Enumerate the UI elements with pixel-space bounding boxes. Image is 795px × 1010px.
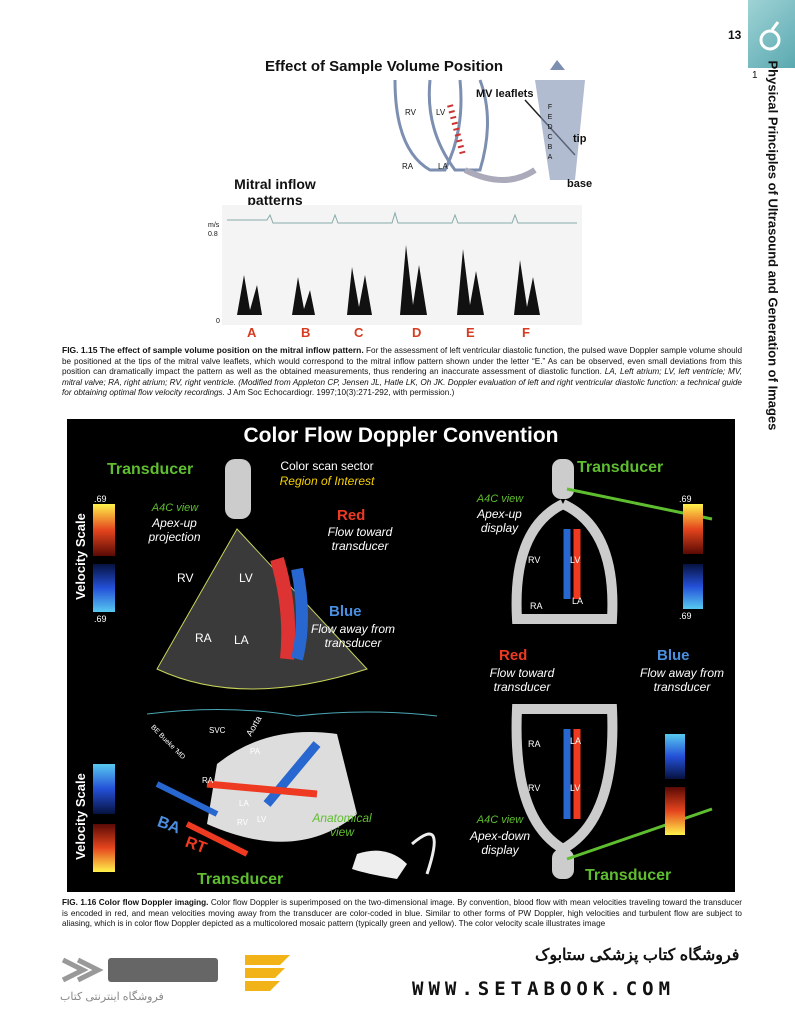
- red-heading-left: Red: [337, 507, 366, 524]
- rv-label-top-schematic: RV: [528, 555, 541, 565]
- fig15-la-label: LA: [438, 162, 448, 171]
- ra-label-echo: RA: [195, 631, 212, 645]
- svc-label: SVC: [209, 726, 226, 735]
- shop-url[interactable]: WWW.SETABOOK.COM: [412, 978, 676, 1000]
- apex-down-schematic: [511, 704, 713, 879]
- la-label-anatomical: LA: [239, 799, 249, 808]
- fig15-mv-label: MV leaflets: [476, 88, 534, 100]
- side-running-title: Physical Principles of Ultrasound and Ge…: [765, 60, 781, 431]
- la-label-echo: LA: [234, 633, 249, 647]
- velocity-scale-blue-bottom: [93, 764, 115, 814]
- flow-away-label-left: Flow away from transducer: [310, 622, 396, 650]
- velocity-scale-blue-right: [683, 564, 703, 609]
- fig15-doppler-traces: [222, 205, 582, 325]
- pa-label: PA: [250, 747, 261, 756]
- lv-label-echo: LV: [239, 571, 253, 585]
- rv-label-bottom-schematic: RV: [528, 783, 541, 793]
- color-scan-sector-label: Color scan sector: [280, 459, 374, 473]
- pattern-letter-e: E: [466, 325, 475, 340]
- pattern-letter-d: D: [412, 325, 422, 340]
- velocity-scale-label-top: Velocity Scale: [72, 513, 88, 600]
- la-label-bottom-schematic: LA: [570, 736, 582, 746]
- apex-up-display-label: Apex-up display: [477, 507, 522, 535]
- velocity-scale-red-right: [683, 504, 703, 554]
- red-heading-right: Red: [499, 647, 528, 664]
- pattern-letter-c: C: [354, 325, 364, 340]
- transducer-label-top-right: Transducer: [577, 459, 664, 476]
- velocity-scale-blue-right-bottom: [665, 734, 685, 779]
- fig15-caption: FIG. 1.15 The effect of sample volume po…: [62, 345, 742, 397]
- flow-toward-label-left: Flow toward transducer: [327, 525, 393, 553]
- fig16-panel: Color Flow Doppler Convention Transducer…: [67, 419, 735, 892]
- side-chapter-number: 1: [752, 70, 758, 81]
- flow-away-label-right: Flow away from transducer: [639, 666, 725, 694]
- transducer-label-bottom-left: Transducer: [197, 871, 284, 888]
- fig15-lv-label: LV: [436, 108, 446, 117]
- apex-up-schematic: [511, 459, 713, 624]
- apex-up-projection-label: Apex-up projection: [148, 516, 201, 544]
- fig15-tip-label: tip: [573, 133, 587, 145]
- fig15-zero: 0: [216, 318, 220, 325]
- fig16-title: Color Flow Doppler Convention: [243, 424, 559, 447]
- pattern-letter-b: B: [301, 325, 311, 340]
- scale-top-value: .69: [94, 494, 107, 504]
- velocity-scale-blue-top: [93, 564, 115, 612]
- rv-label-echo: RV: [177, 571, 194, 585]
- apex-down-display-label: Apex-down display: [469, 829, 531, 857]
- rv-label-anatomical: RV: [237, 818, 248, 827]
- a4c-view-label-right-bottom: A4C view: [476, 814, 524, 826]
- setabook-logo-tagline: فروشگاه اینترنتی کتاب: [60, 991, 164, 1003]
- la-label-top-schematic: LA: [572, 596, 584, 606]
- velocity-scale-label-bottom: Velocity Scale: [72, 773, 88, 860]
- velocity-scale-red-right-bottom: [665, 787, 685, 835]
- pattern-letter-a: A: [247, 325, 257, 340]
- pattern-letter-f: F: [522, 325, 530, 340]
- fig15-rv-label: RV: [405, 108, 416, 117]
- scale-bottom-value-right: .69: [679, 611, 692, 621]
- fig15-ra-label: RA: [402, 162, 414, 171]
- lv-label-top-schematic: LV: [570, 555, 581, 565]
- ra-label-top-schematic: RA: [530, 601, 543, 611]
- ra-label-anatomical: RA: [202, 776, 214, 785]
- scale-bottom-value: .69: [94, 614, 107, 624]
- transducer-label-bottom-right: Transducer: [585, 867, 672, 884]
- scale-top-value-right: .69: [679, 494, 692, 504]
- echo-sector-image: [156, 459, 368, 690]
- velocity-scale-red-bottom: [93, 824, 115, 872]
- transducer-label-top-left: Transducer: [107, 461, 194, 478]
- fig15-heart-diagram: [393, 60, 585, 183]
- page-number: 13: [728, 28, 742, 42]
- a4c-view-label-left: A4C view: [151, 502, 199, 514]
- lv-label-bottom-schematic: LV: [570, 783, 581, 793]
- ra-label-bottom-schematic: RA: [528, 739, 541, 749]
- lv-label-anatomical: LV: [257, 815, 267, 824]
- blue-heading-left: Blue: [329, 603, 362, 620]
- blue-heading-right: Blue: [657, 647, 690, 664]
- ultrasound-logo-icon: [759, 21, 781, 51]
- fig15-base-label: base: [567, 178, 593, 190]
- chapter-tab: [748, 0, 795, 68]
- fig15-scale: 0.8: [208, 231, 218, 238]
- fig15-subtitle: Mitral inflow patterns: [234, 176, 316, 208]
- shop-name-fa: فروشگاه کتاب پزشکی ستابوک: [535, 947, 740, 964]
- anatomical-view-label: Anatomical view: [312, 811, 372, 839]
- flow-toward-label-right: Flow toward transducer: [489, 666, 555, 694]
- fig15-units: m/s: [208, 222, 220, 229]
- fig16-caption: FIG. 1.16 Color flow Doppler imaging. Co…: [62, 898, 742, 928]
- roi-label: Region of Interest: [279, 474, 375, 488]
- fig15-title: Effect of Sample Volume Position: [265, 58, 504, 75]
- anatomical-heart-diagram: [147, 708, 438, 879]
- setabook-logo: [58, 950, 238, 990]
- velocity-scale-red-top: [93, 504, 115, 556]
- setabook-emblem-icon: [240, 950, 295, 995]
- a4c-view-label-right-top: A4C view: [476, 493, 524, 505]
